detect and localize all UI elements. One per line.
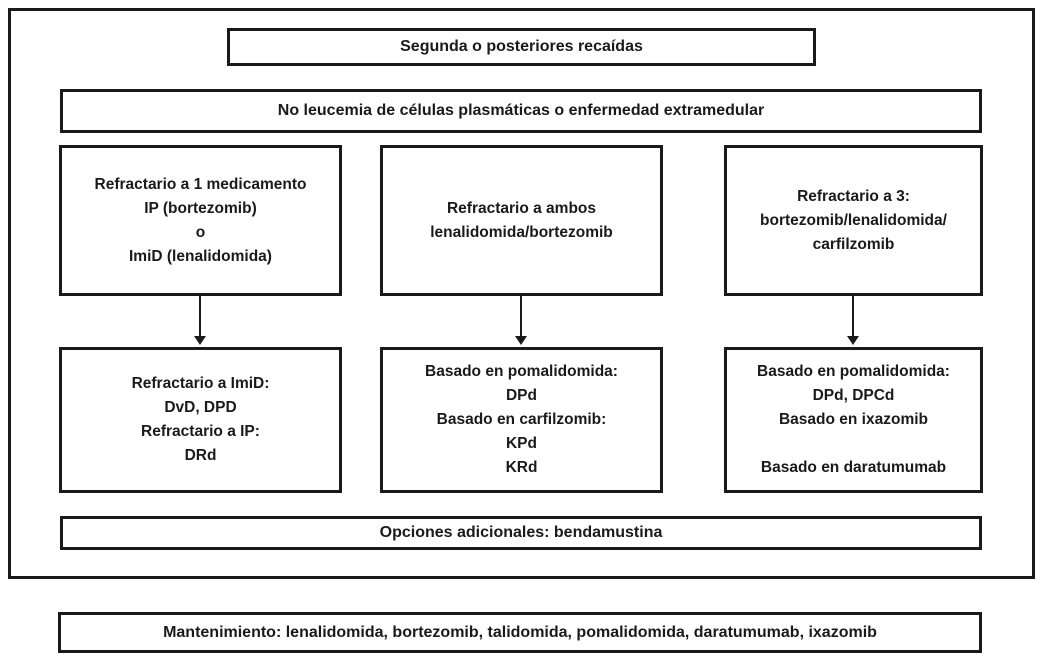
criteria-box-refractory-three: Refractario a 3: bortezomib/lenalidomida… — [724, 145, 983, 296]
treatment-box-refractory-three: Basado en pomalidomida: DPd, DPCd Basado… — [724, 347, 983, 493]
maintenance-box: Mantenimiento: lenalidomida, bortezomib,… — [58, 612, 982, 653]
down-arrow-icon — [194, 296, 206, 345]
criteria-box-refractory-one-drug: Refractario a 1 medicamento IP (bortezom… — [59, 145, 342, 296]
flowchart-title: Segunda o posteriores recaídas — [400, 38, 643, 55]
treatment-text: Basado en pomalidomida: DPd Basado en ca… — [425, 363, 618, 476]
additional-options-box: Opciones adicionales: bendamustina — [60, 516, 982, 550]
criteria-text: Refractario a ambos lenalidomida/bortezo… — [430, 199, 613, 241]
down-arrow-icon — [847, 296, 859, 345]
down-arrow-icon — [515, 296, 527, 345]
criteria-text: Refractario a 1 medicamento IP (bortezom… — [94, 175, 307, 265]
treatment-text: Refractario a ImiD: DvD, DPD Refractario… — [131, 375, 270, 464]
title-box: Segunda o posteriores recaídas — [227, 28, 816, 66]
treatment-box-refractory-both: Basado en pomalidomida: DPd Basado en ca… — [380, 347, 663, 493]
eligibility-box: No leucemia de células plasmáticas o enf… — [60, 89, 982, 133]
criteria-box-refractory-both: Refractario a ambos lenalidomida/bortezo… — [380, 145, 663, 296]
outer-frame — [8, 8, 1035, 579]
maintenance-text: Mantenimiento: lenalidomida, bortezomib,… — [163, 623, 877, 641]
criteria-text: Refractario a 3: bortezomib/lenalidomida… — [760, 187, 947, 253]
treatment-box-refractory-one-drug: Refractario a ImiD: DvD, DPD Refractario… — [59, 347, 342, 493]
treatment-text: Basado en pomalidomida: DPd, DPCd Basado… — [757, 363, 950, 476]
additional-options-text: Opciones adicionales: bendamustina — [379, 524, 663, 541]
eligibility-text: No leucemia de células plasmáticas o enf… — [277, 102, 765, 119]
